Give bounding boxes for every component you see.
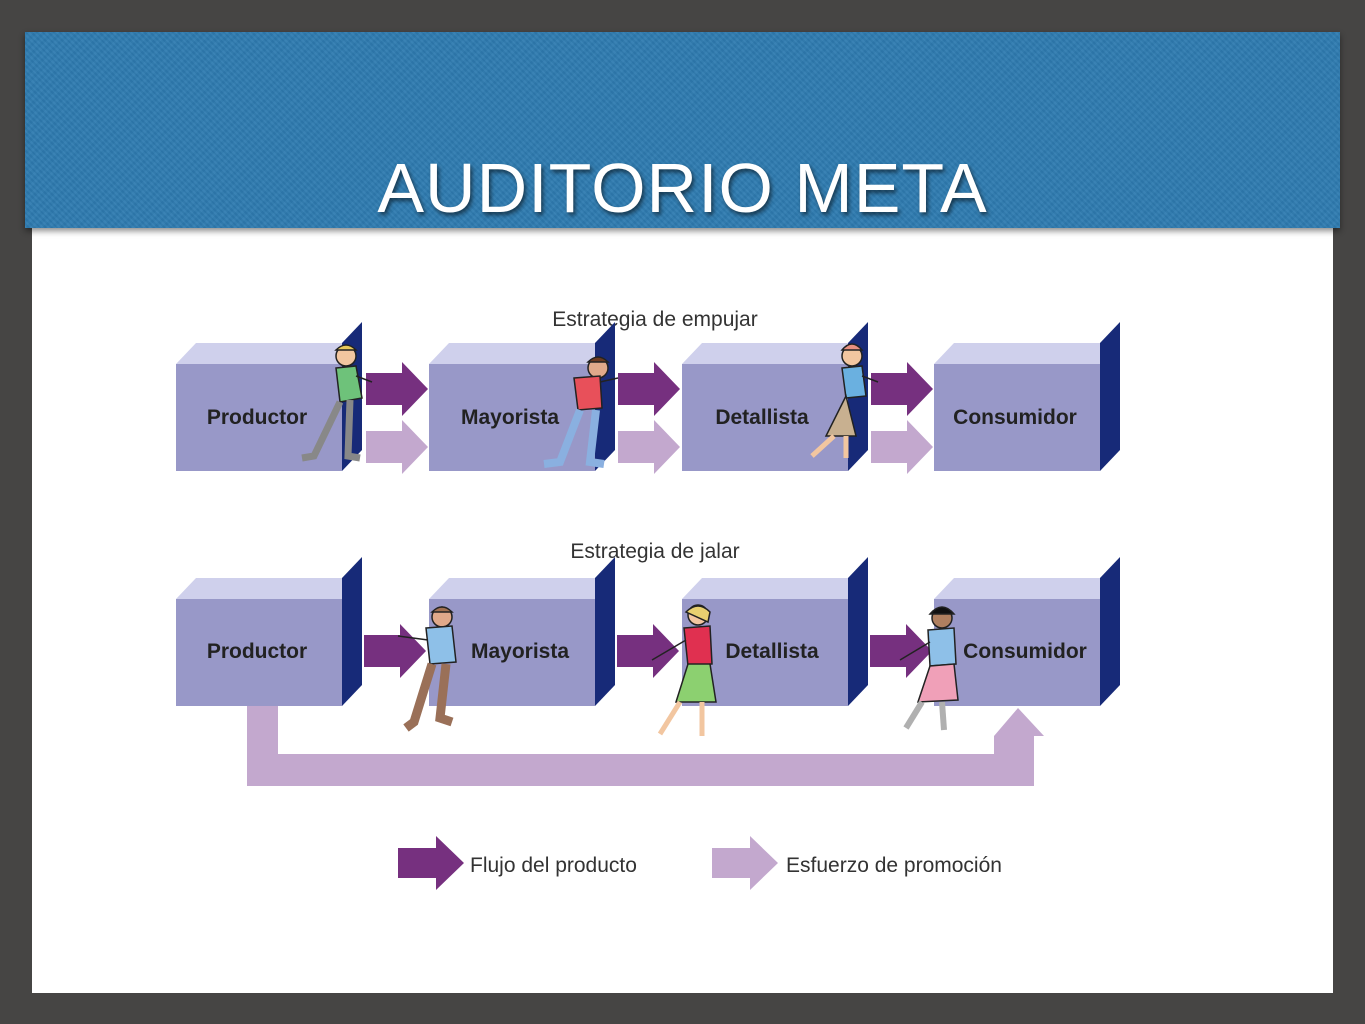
pull-promotion-path-arrow — [247, 706, 1044, 786]
pull-product-flow-arrow-3 — [870, 624, 932, 678]
legend-promotion-label: Esfuerzo de promoción — [786, 854, 1002, 877]
push-label-mayorista: Mayorista — [461, 406, 559, 429]
pull-product-flow-arrow-1 — [364, 624, 426, 678]
push-product-flow-arrow-2 — [618, 362, 680, 416]
push-promotion-arrow-3 — [871, 420, 933, 474]
pull-box-mayorista — [429, 557, 615, 706]
person-pushing-icon — [810, 343, 879, 458]
push-box-productor — [176, 322, 362, 471]
title-banner — [25, 32, 1340, 228]
pull-box-productor — [176, 557, 362, 706]
push-product-flow-arrow-3 — [871, 362, 933, 416]
push-box-consumidor — [934, 322, 1120, 471]
person-pushing-icon — [301, 344, 373, 462]
pull-label-consumidor: Consumidor — [963, 640, 1087, 663]
legend-product-flow-label: Flujo del producto — [470, 854, 637, 877]
pull-product-flow-arrow-2 — [617, 624, 679, 678]
push-box-detallista — [682, 322, 868, 471]
pull-label-mayorista: Mayorista — [471, 640, 569, 663]
push-label-productor: Productor — [207, 406, 307, 429]
pull-label-detallista: Detallista — [725, 640, 819, 663]
person-pulling-icon — [899, 606, 959, 731]
person-pushing-icon — [543, 356, 619, 468]
push-promotion-arrow-1 — [366, 420, 428, 474]
pull-box-consumidor — [934, 557, 1120, 706]
legend-product-flow-arrow — [398, 836, 464, 890]
pull-label-productor: Productor — [207, 640, 307, 663]
slide-title: AUDITORIO META — [377, 149, 988, 227]
push-label-detallista: Detallista — [715, 406, 809, 429]
legend: Flujo del producto Esfuerzo de promoción — [398, 836, 1002, 890]
person-pulling-icon — [651, 604, 717, 736]
push-strategy-title: Estrategia de empujar — [552, 308, 757, 331]
push-label-consumidor: Consumidor — [953, 406, 1077, 429]
pull-strategy-title: Estrategia de jalar — [570, 540, 739, 563]
person-pulling-icon — [397, 606, 457, 732]
push-product-flow-arrow-1 — [366, 362, 428, 416]
legend-promotion-arrow — [712, 836, 778, 890]
push-promotion-arrow-2 — [618, 420, 680, 474]
